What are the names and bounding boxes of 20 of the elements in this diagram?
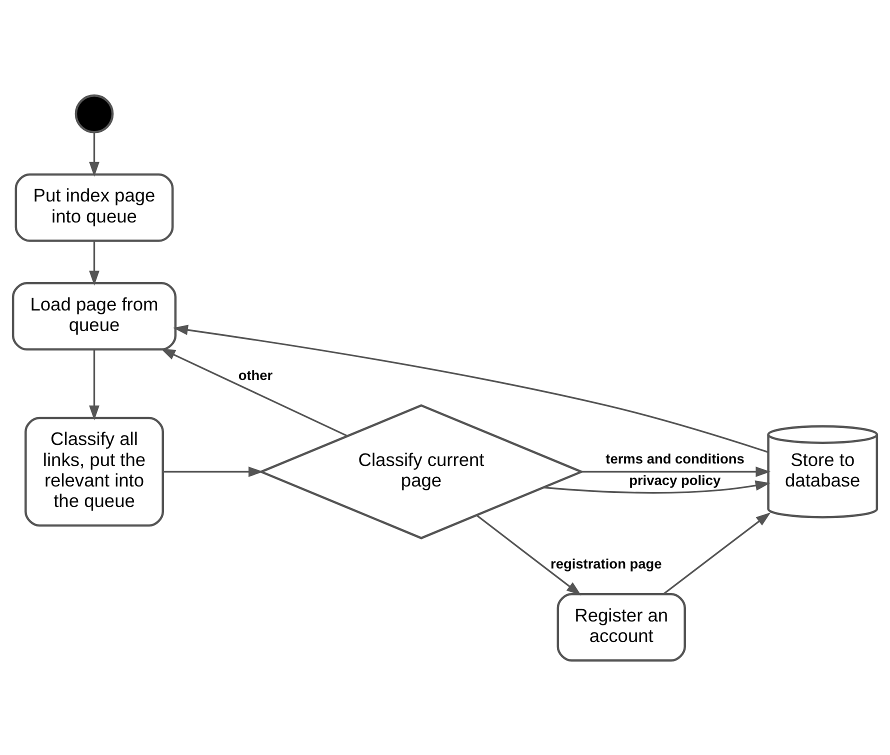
node-box: Register an account: [556, 592, 686, 662]
arrow: [162, 466, 264, 476]
node-circle: [74, 94, 114, 133]
arrow: [544, 480, 770, 494]
node-diamond: Classify current page: [258, 404, 584, 539]
edge-label: registration page: [550, 556, 662, 571]
arrow: [663, 512, 771, 594]
arrow: [173, 324, 768, 452]
edge-label: privacy policy: [629, 472, 721, 488]
edge-label: terms and conditions: [606, 450, 744, 466]
arrow: [160, 348, 348, 436]
arrow: [89, 132, 100, 176]
arrow: [89, 349, 100, 420]
node-box: Classify all links, put the relevant into the queue: [24, 416, 164, 526]
arrow: [476, 514, 582, 595]
node-box: Put index page into queue: [14, 172, 174, 242]
arrow: [582, 466, 771, 476]
arrow: [89, 240, 100, 286]
node-box: Load page from queue: [12, 281, 177, 350]
edge-label: other: [238, 367, 273, 382]
